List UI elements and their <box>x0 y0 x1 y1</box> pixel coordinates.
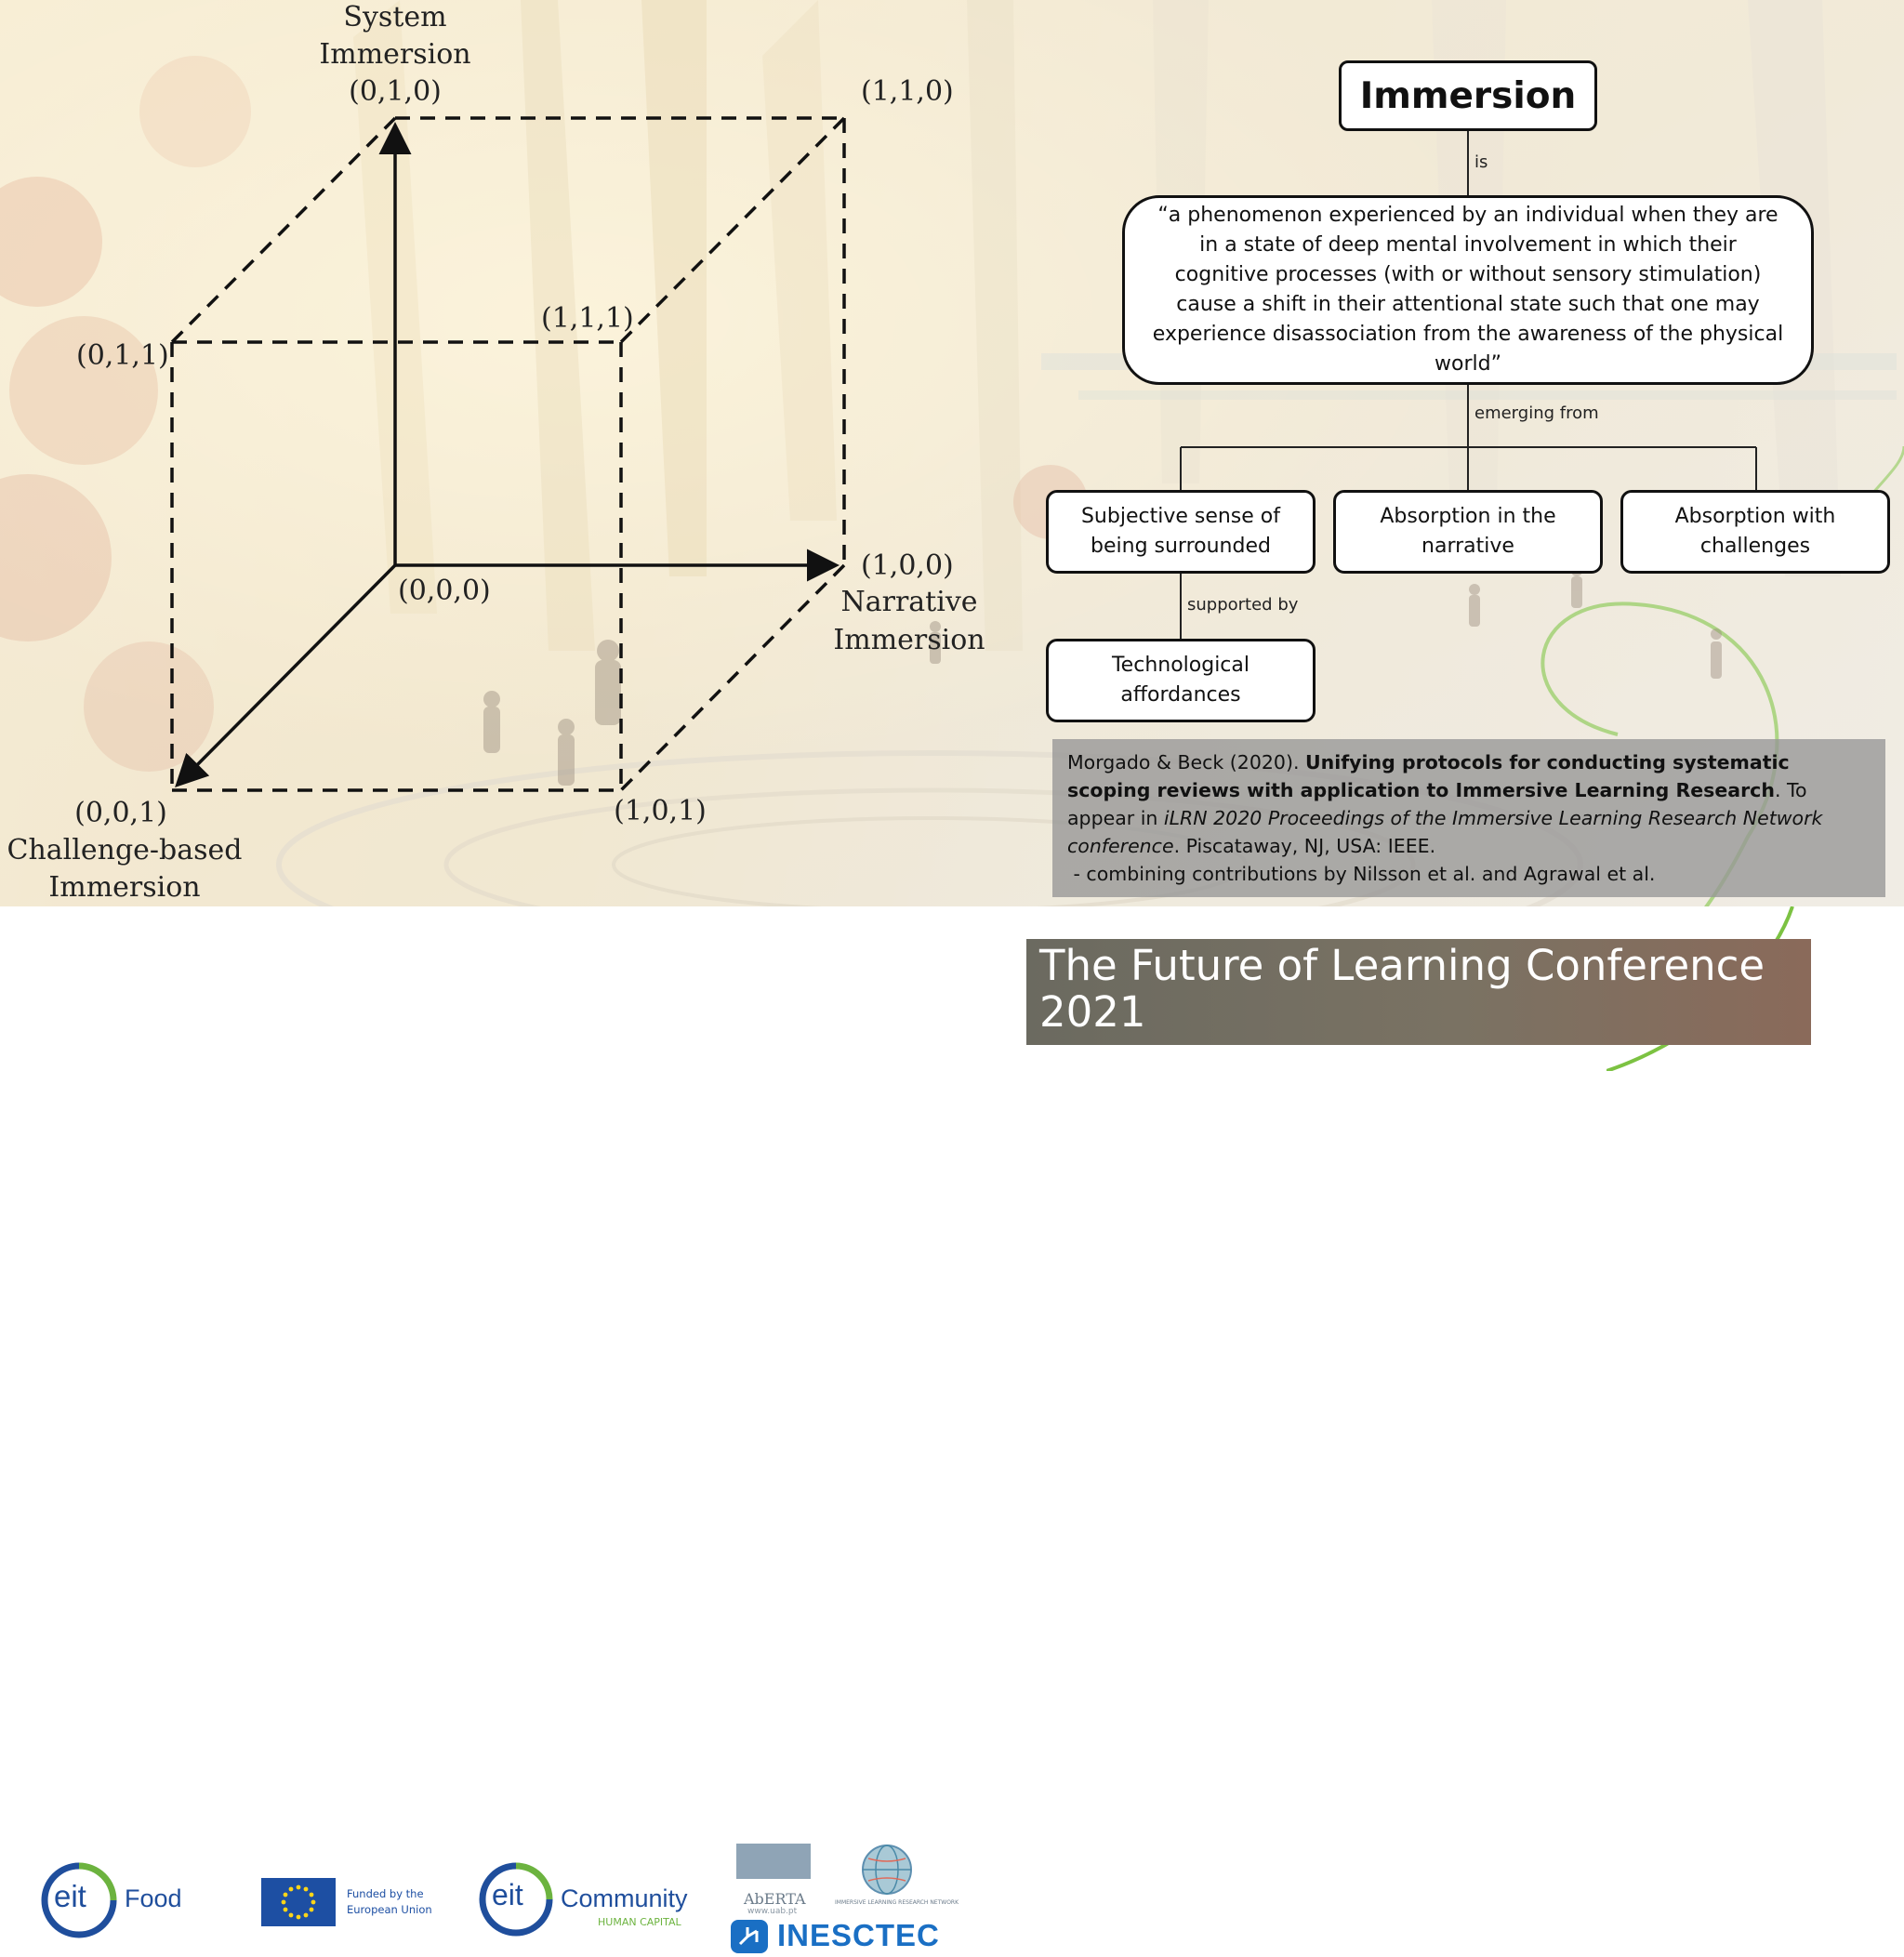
vertex-label-110: (1,1,0) <box>861 75 954 108</box>
slide-content: System Immersion (0,1,0) (1,1,0) (0,1,1)… <box>0 0 1904 906</box>
inesctec-emblem-icon <box>731 1920 768 1953</box>
reference-publisher: . Piscataway, NJ, USA: IEEE. <box>1173 835 1436 857</box>
vertex-label-111: (1,1,1) <box>541 302 634 335</box>
aberta-emblem <box>736 1844 811 1879</box>
concept-technological-label: Technological affordances <box>1111 654 1250 707</box>
axis-y-title-line2: Immersion <box>319 38 470 71</box>
eit-community-logo: eit Community HUMAN CAPITAL <box>479 1862 721 1938</box>
footer-logos-bar: eit Food Funded by the European Union ei… <box>0 906 1904 1953</box>
vertex-label-011: (0,1,1) <box>76 339 169 372</box>
axis-z-title-line2: Immersion <box>48 871 200 904</box>
vertex-label-010: (0,1,0) <box>349 75 442 108</box>
concept-subjective-surrounded: Subjective sense of being surrounded <box>1046 490 1316 574</box>
edge-label-supported-by: supported by <box>1187 595 1299 615</box>
concept-definition-text: “a phenomenon experienced by an individu… <box>1152 204 1784 376</box>
reference-note: - combining contributions by Nilsson et … <box>1067 863 1656 885</box>
conference-title-line2: 2021 <box>1039 987 1146 1037</box>
edge-110-111 <box>619 116 846 344</box>
eit-food-logo: eit Food <box>41 1862 208 1938</box>
concept-definition: “a phenomenon experienced by an individu… <box>1122 195 1814 385</box>
globe-icon <box>862 1845 912 1895</box>
reference-venue: iLRN 2020 Proceedings of the Immersive L… <box>1067 807 1823 857</box>
vertex-label-000: (0,0,0) <box>398 575 491 607</box>
concept-challenges-label: Absorption with challenges <box>1674 505 1836 558</box>
reference-citation: Morgado & Beck (2020). Unifying protocol… <box>1052 739 1885 897</box>
ilrn-logo: IMMERSIVE LEARNING RESEARCH NETWORK <box>835 1844 959 1909</box>
inesctec-word: INESCTEC <box>777 1918 940 1952</box>
immersion-cube-diagram: System Immersion (0,1,0) (1,1,0) (0,1,1)… <box>7 1 985 904</box>
concept-narrative-label: Absorption in the narrative <box>1380 505 1556 558</box>
axis-z-title-line1: Challenge-based <box>7 834 243 866</box>
ilrn-text: IMMERSIVE LEARNING RESEARCH NETWORK <box>835 1899 959 1906</box>
reference-authors: Morgado & Beck (2020). <box>1067 751 1305 774</box>
eu-text-line1: Funded by the <box>347 1887 424 1900</box>
eit-community-word: Community <box>561 1884 688 1912</box>
axis-x-title-line1: Narrative <box>840 586 977 618</box>
axis-challenge-arrow <box>175 563 397 787</box>
concept-technological-affordances: Technological affordances <box>1046 639 1316 722</box>
concept-absorption-narrative: Absorption in the narrative <box>1333 490 1603 574</box>
reference-title: Unifying protocols for conducting system… <box>1067 751 1790 801</box>
axis-y-title-line1: System <box>343 1 446 33</box>
conference-title-banner: The Future of Learning Conference 2021 <box>1026 939 1811 1045</box>
eit-community-mark: eit <box>492 1878 523 1911</box>
eit-food-mark: eit <box>54 1879 86 1913</box>
edge-010-011 <box>170 116 397 344</box>
concept-absorption-challenges: Absorption with challenges <box>1620 490 1890 574</box>
aberta-name: AbERTA <box>744 1890 806 1908</box>
vertex-label-101: (1,0,1) <box>614 795 707 827</box>
edge-label-emerging-from: emerging from <box>1474 403 1599 423</box>
concept-subjective-label: Subjective sense of being surrounded <box>1080 505 1281 558</box>
eu-funding-logo: Funded by the European Union <box>261 1878 447 1926</box>
inesctec-logo: INESCTEC <box>729 1916 943 1957</box>
eu-flag-icon <box>261 1878 336 1926</box>
eit-community-sub: HUMAN CAPITAL <box>598 1916 681 1928</box>
vertex-label-001: (0,0,1) <box>74 797 167 829</box>
edge-label-is: is <box>1474 152 1488 172</box>
eit-food-word: Food <box>125 1884 182 1912</box>
cube-dashed-edges <box>170 116 846 792</box>
edge-100-101 <box>619 563 846 792</box>
reference-connector: . To appear in <box>1067 779 1807 829</box>
vertex-label-100: (1,0,0) <box>861 549 954 582</box>
conference-title-line1: The Future of Learning Conference <box>1039 941 1765 990</box>
concept-root-label: Immersion <box>1359 74 1577 117</box>
concept-root-immersion: Immersion <box>1339 60 1597 131</box>
eu-text-line2: European Union <box>347 1903 432 1916</box>
axis-x-title-line2: Immersion <box>833 624 985 656</box>
aberta-url: www.uab.pt <box>747 1907 798 1916</box>
aberta-logo: AbERTA www.uab.pt <box>734 1844 813 1918</box>
